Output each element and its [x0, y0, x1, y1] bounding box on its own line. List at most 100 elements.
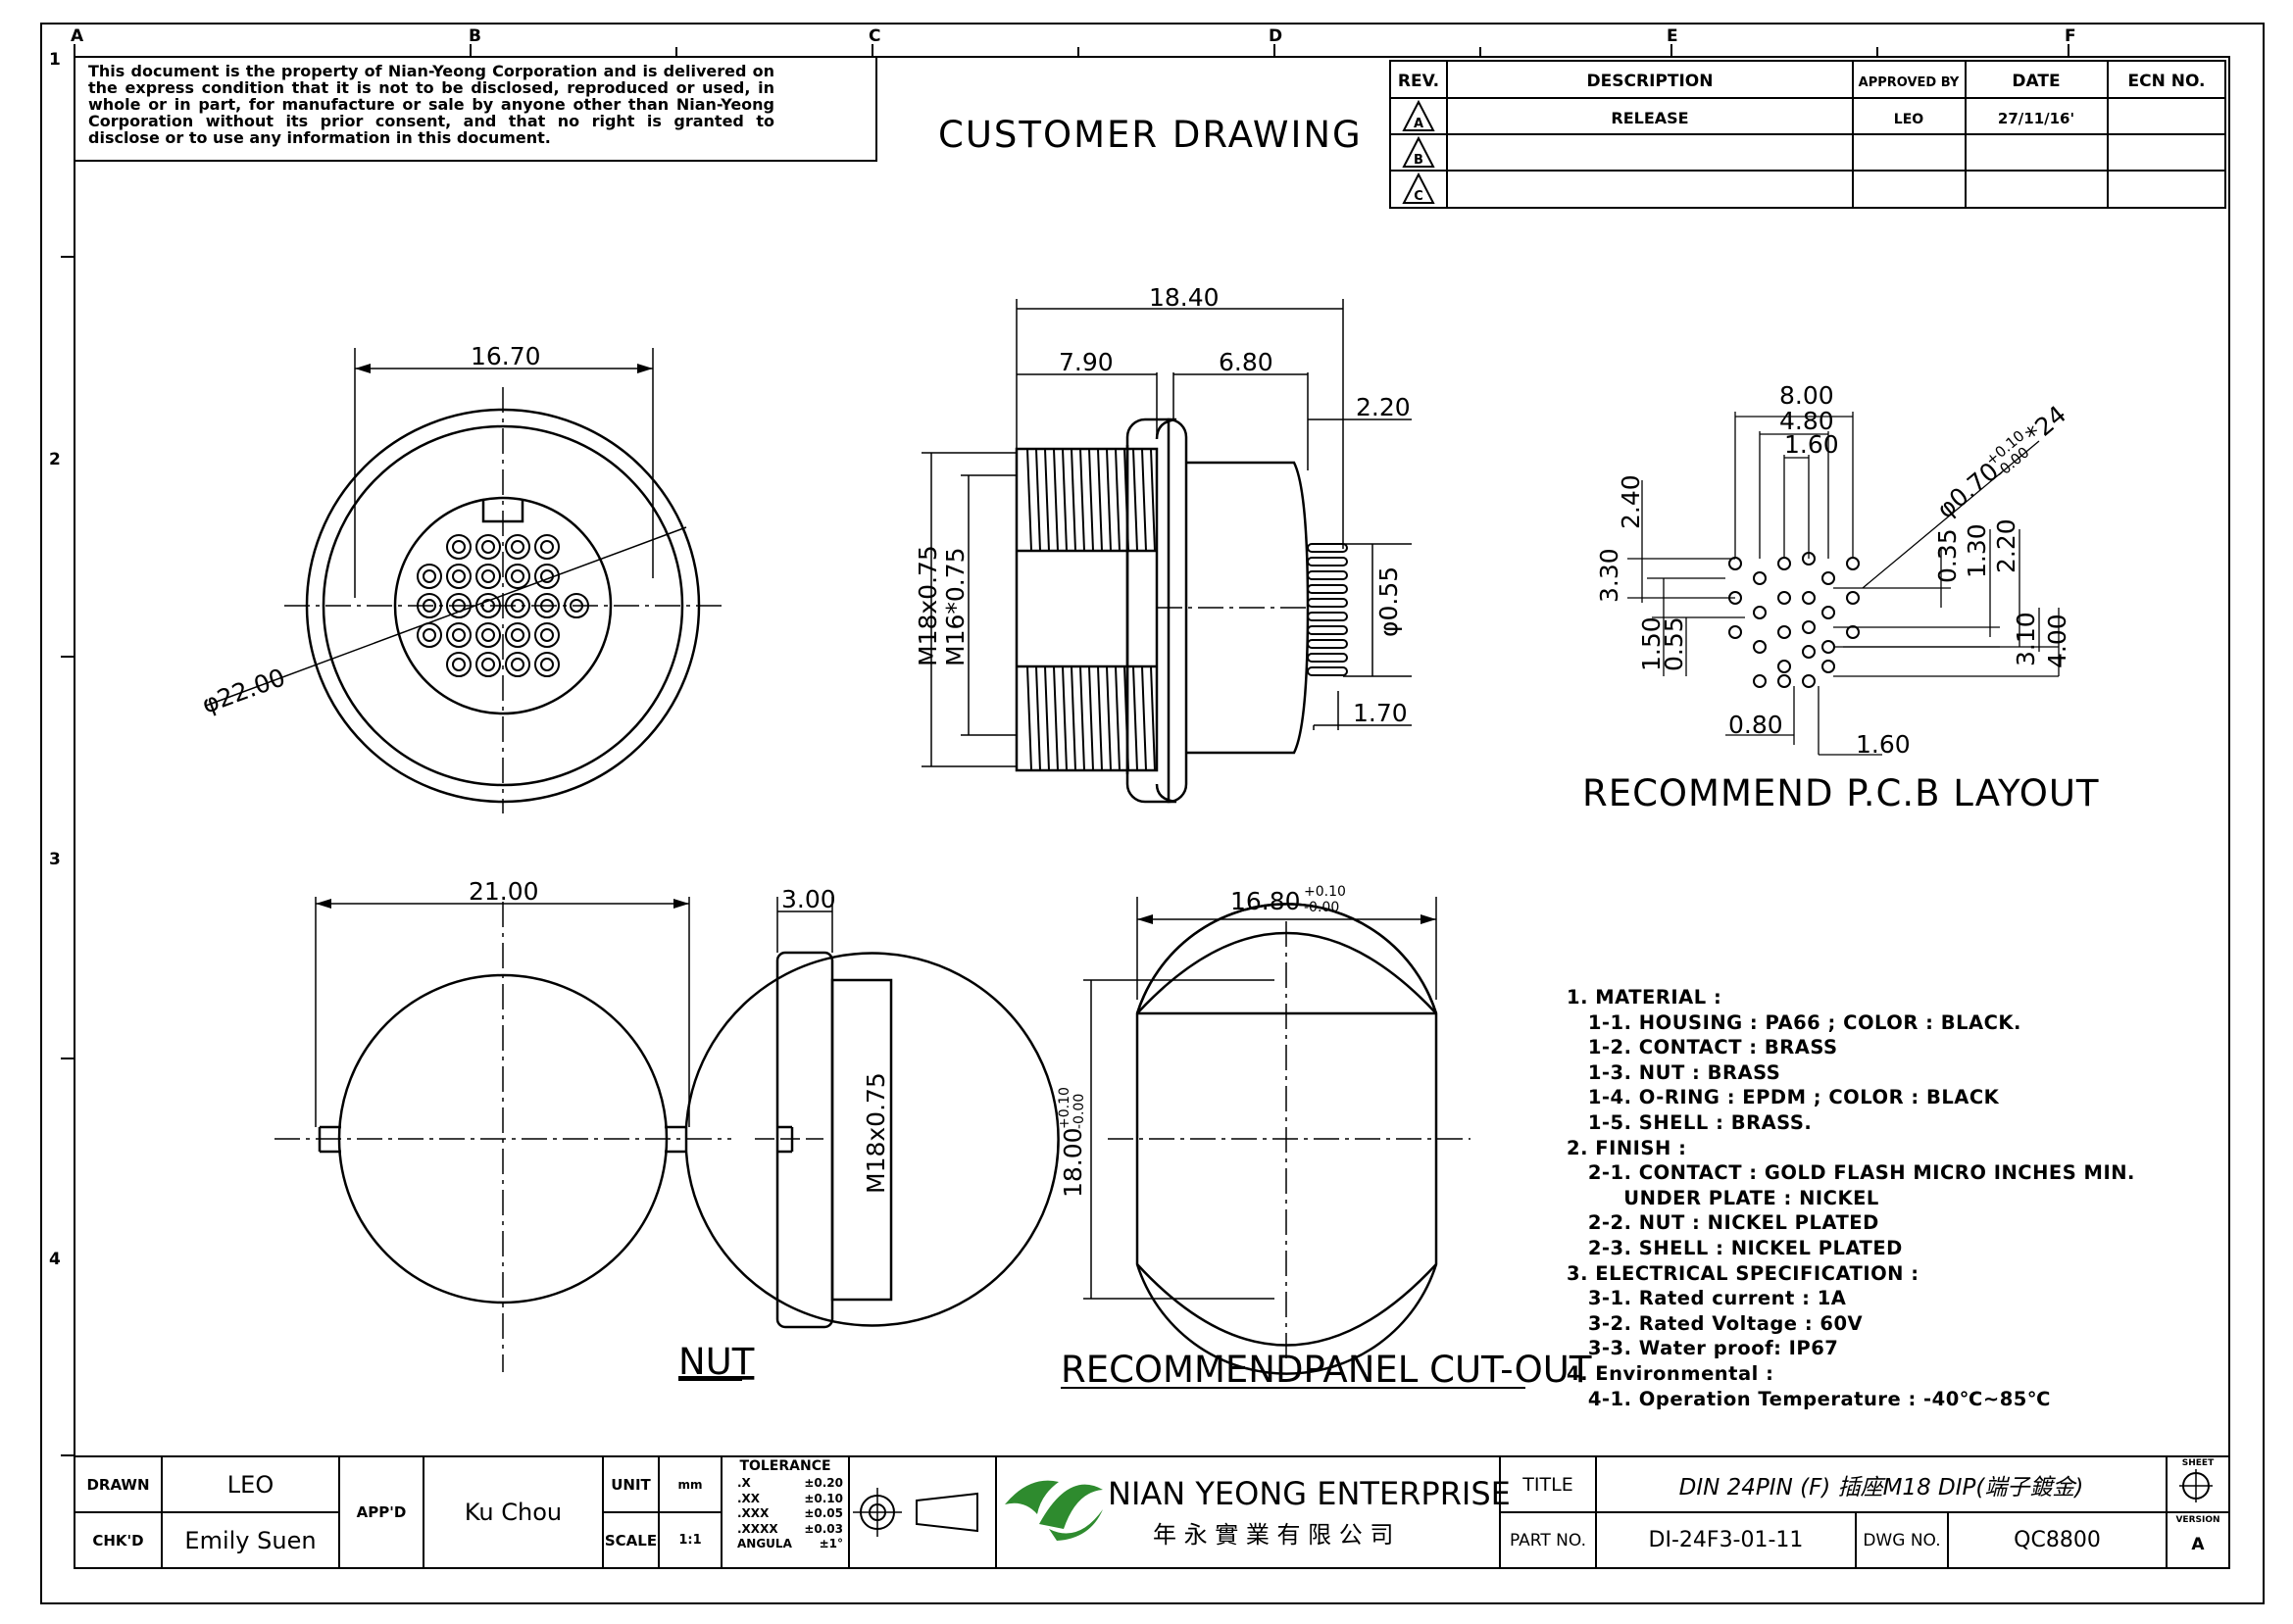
rev-a-description: RELEASE: [1611, 109, 1688, 127]
dim-pcb-4: 4.00: [2043, 614, 2071, 668]
scale-value: 1:1: [678, 1533, 702, 1548]
note-line: 3-2. Rated Voltage : 60V: [1567, 1311, 1864, 1335]
zone-ticks: [61, 44, 2069, 1456]
thread-line: [1106, 665, 1112, 771]
front-pin-outer: [534, 534, 560, 560]
front-pin-outer: [505, 564, 530, 589]
dim-pcb-08: 0.80: [1728, 711, 1783, 739]
dim-side-m16: M16*0.75: [941, 547, 970, 666]
tolerance-key: .X: [737, 1476, 751, 1490]
cutout-label: RECOMMENDPANEL CUT-OUT: [1061, 1349, 1592, 1391]
sheet-label: SHEET: [2181, 1458, 2215, 1468]
nut-view: [274, 897, 1060, 1372]
side-pin: [1307, 653, 1348, 663]
tolerance-value: ±0.05: [804, 1506, 843, 1520]
thread-line: [1132, 448, 1138, 552]
note-line: 2-3. SHELL : NICKEL PLATED: [1567, 1236, 1903, 1259]
note-line: 1-1. HOUSING : PA66 ; COLOR : BLACK.: [1567, 1010, 2021, 1034]
thread-line: [1132, 665, 1138, 771]
pcb-hole: [1846, 557, 1860, 570]
dwg-value: QC8800: [2014, 1528, 2101, 1552]
side-pin: [1307, 570, 1348, 580]
front-pin-inner: [452, 599, 466, 613]
front-pin-outer: [417, 622, 442, 648]
thread-line: [1088, 448, 1094, 552]
dim-pcb-8: 8.00: [1779, 381, 1834, 410]
note-line: 3-1. Rated current : 1A: [1567, 1287, 1847, 1310]
front-pin-outer: [417, 564, 442, 589]
chkd-value: Emily Suen: [184, 1526, 317, 1554]
zone-letter-f: F: [2065, 26, 2076, 46]
cutout-view: [1083, 897, 1471, 1375]
pcb-hole: [1777, 674, 1791, 688]
dim-pcb-16: 1.60: [1784, 430, 1839, 459]
dim-front-dia: φ22.00: [198, 663, 289, 718]
thread-line: [1062, 665, 1068, 771]
front-pin-inner: [570, 599, 583, 613]
note-line: 4-1. Operation Temperature : -40℃~85℃: [1567, 1387, 2051, 1410]
front-pin-inner: [452, 540, 466, 554]
pcb-hole: [1777, 557, 1791, 570]
thread-line: [1150, 665, 1156, 771]
front-pin-outer: [505, 534, 530, 560]
thread-line: [1106, 448, 1112, 552]
side-pin: [1307, 543, 1348, 553]
company-name-cn: 年 永 實 業 有 限 公 司: [1153, 1521, 1394, 1549]
pcb-layout-label: RECOMMEND P.C.B LAYOUT: [1582, 772, 2100, 814]
thread-line: [1088, 665, 1094, 771]
rev-header-date: DATE: [2012, 72, 2060, 91]
header-title: CUSTOMER DRAWING: [938, 114, 1363, 156]
tolerance-row: ANGULA±1°: [737, 1537, 843, 1552]
tolerance-row: .X±0.20: [737, 1476, 843, 1492]
pcb-hole: [1802, 620, 1816, 634]
front-pin-inner: [481, 658, 495, 671]
side-pin: [1307, 584, 1348, 594]
rev-a-date: 27/11/16': [1998, 110, 2074, 127]
title-block-grid: [75, 1455, 2229, 1568]
dim-side-pin-dia: φ0.55: [1374, 566, 1403, 637]
pcb-hole: [1753, 606, 1767, 619]
dim-pcb-16b: 1.60: [1856, 730, 1911, 759]
chkd-label: CHK'D: [92, 1531, 144, 1550]
zone-number-4: 4: [49, 1250, 61, 1269]
note-line: 1-2. CONTACT : BRASS: [1567, 1036, 1838, 1059]
dim-pcb-48: 4.80: [1779, 407, 1834, 435]
note-line: 1-4. O-RING : EPDM ; COLOR : BLACK: [1567, 1086, 2000, 1109]
thread-line: [1150, 448, 1156, 552]
pcb-hole: [1753, 674, 1767, 688]
rev-b-letter: B: [1414, 153, 1423, 168]
dim-pcb-15: 1.50: [1637, 616, 1666, 671]
nut-label: NUT: [678, 1341, 755, 1383]
pcb-hole: [1802, 674, 1816, 688]
dim-side-m18: M18x0.75: [914, 545, 942, 666]
pcb-hole: [1846, 625, 1860, 639]
front-pin-outer: [446, 564, 472, 589]
front-pin-outer: [505, 652, 530, 677]
dim-cut-width: 16.80: [1230, 887, 1301, 915]
thread-line: [1071, 448, 1076, 552]
tolerance-row: .XX±0.10: [737, 1492, 843, 1507]
appd-label: APP'D: [356, 1503, 407, 1521]
pcb-layout: [1627, 412, 2060, 756]
front-pin-inner: [511, 569, 524, 583]
zone-letter-d: D: [1269, 26, 1282, 46]
tolerance-row: .XXX±0.05: [737, 1506, 843, 1522]
disclaimer-text: This document is the property of Nian-Ye…: [88, 62, 774, 147]
dim-cut-h-tol-dn: -0.00: [1072, 1094, 1087, 1129]
front-pin-inner: [540, 628, 554, 642]
thread-line: [1097, 665, 1103, 771]
front-pin-inner: [423, 569, 436, 583]
pcb-hole: [1821, 606, 1835, 619]
dim-pcb-035: 0.35: [1933, 528, 1962, 583]
tolerance-key: ANGULA: [737, 1537, 792, 1550]
front-pin-inner: [423, 599, 436, 613]
front-pin-inner: [423, 628, 436, 642]
front-pin-outer: [475, 564, 501, 589]
pcb-hole: [1728, 625, 1742, 639]
front-pin-inner: [511, 628, 524, 642]
note-line: 1-5. SHELL : BRASS.: [1567, 1110, 1813, 1134]
zone-letter-e: E: [1667, 26, 1678, 46]
rev-c-letter: C: [1414, 189, 1423, 204]
